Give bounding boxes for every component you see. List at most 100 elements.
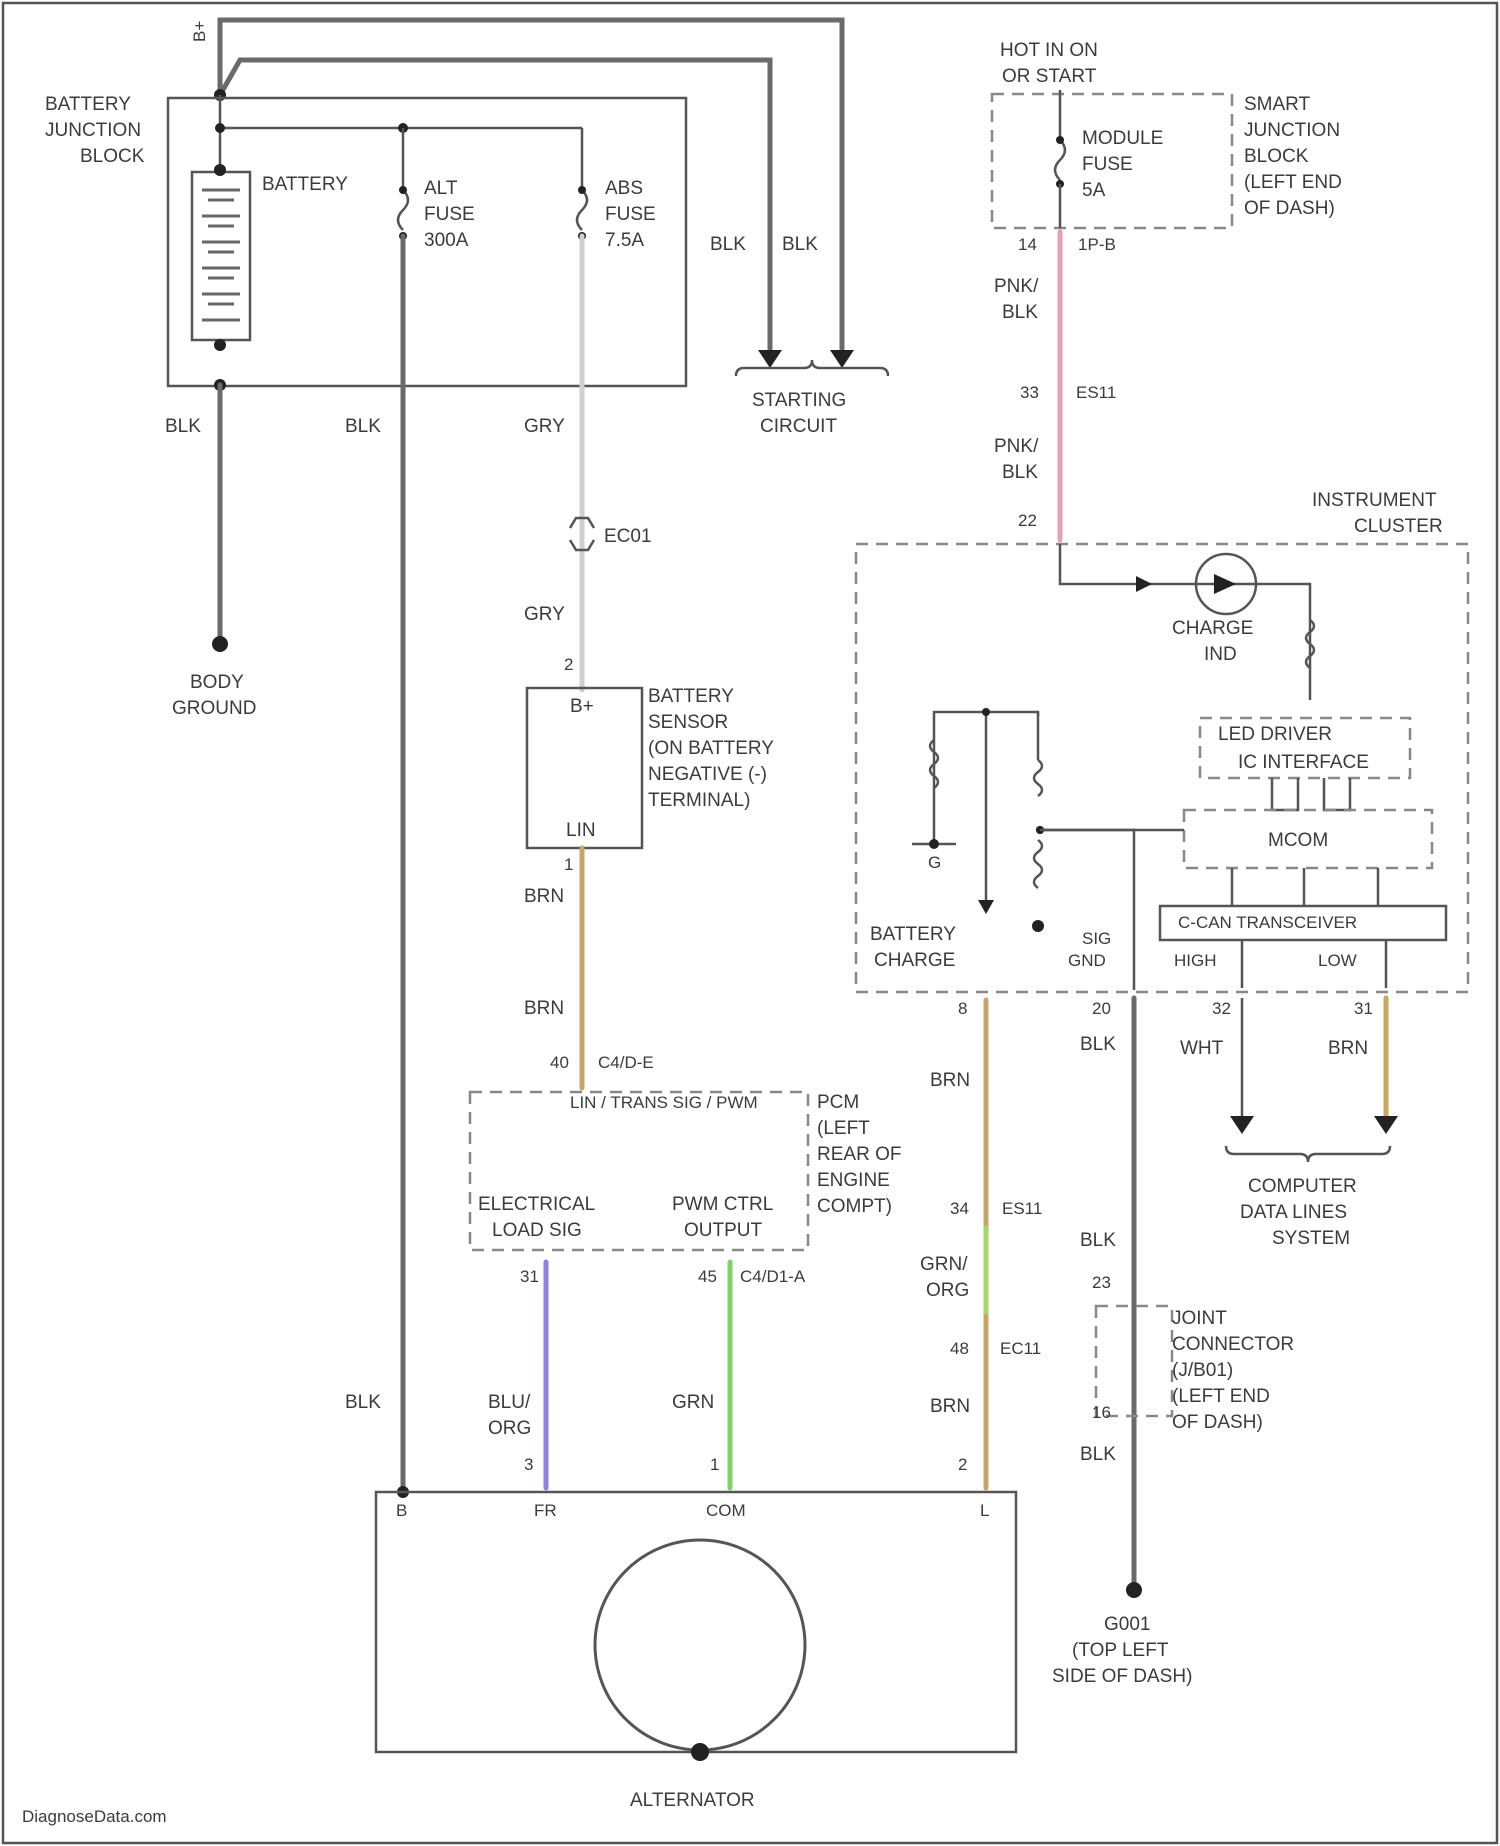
alt-pin-b: B <box>396 1501 407 1520</box>
module-fuse-symbol <box>1055 140 1065 180</box>
pcm-line5: COMPT) <box>817 1196 892 1217</box>
alt-fuse-label-2: FUSE <box>424 204 475 225</box>
wire-pnk-blk-1a: PNK/ <box>994 276 1039 297</box>
sensor-pin-2: 2 <box>564 655 573 674</box>
module-fuse-2: FUSE <box>1082 154 1133 175</box>
high-label: HIGH <box>1174 951 1217 970</box>
alt-fuse-label-3: 300A <box>424 230 469 251</box>
batt-charge-1: BATTERY <box>870 924 956 945</box>
b-plus-label: B+ <box>190 21 209 42</box>
abs-fuse-symbol <box>577 190 587 230</box>
alt-pin-3: 3 <box>524 1455 533 1474</box>
j-pin-16: 16 <box>1092 1403 1111 1422</box>
battery-positive-dot <box>214 164 226 176</box>
body-ground-dot <box>212 636 228 652</box>
alt-pin-com: COM <box>706 1501 746 1520</box>
es11-lower-pin: 34 <box>950 1199 969 1218</box>
watermark: DiagnoseData.com <box>22 1807 167 1826</box>
wire-brn-charge-1: BRN <box>930 1070 970 1091</box>
body-ground-line2: GROUND <box>172 698 256 719</box>
fuse-terminal <box>399 186 407 194</box>
sig-gnd-2: GND <box>1068 951 1106 970</box>
ic-line1: INSTRUMENT <box>1312 490 1437 511</box>
alt-pin-1: 1 <box>710 1455 719 1474</box>
wire-blk-alt-bottom: BLK <box>345 1392 381 1413</box>
wire-brn-charge-2: BRN <box>930 1396 970 1417</box>
ic-pin-31: 31 <box>1354 999 1373 1018</box>
starting-wire-2: BLK <box>782 234 818 255</box>
starting-wire-1: BLK <box>710 234 746 255</box>
ic-pin-20: 20 <box>1092 999 1111 1018</box>
can-high-arrow <box>1230 1116 1254 1134</box>
sjb-desc-1: SMART <box>1244 94 1311 115</box>
pcm-line3: REAR OF <box>817 1144 901 1165</box>
alternator-label: ALTERNATOR <box>630 1790 755 1811</box>
wire-blk-ground-2: BLK <box>1080 1230 1116 1251</box>
charge-ind-arrow <box>1136 576 1152 592</box>
sjb-desc-2: JUNCTION <box>1244 120 1340 141</box>
computer-data-2: DATA LINES <box>1240 1202 1347 1223</box>
starting-label-2: CIRCUIT <box>760 416 837 437</box>
wire-grn-pwm: GRN <box>672 1392 714 1413</box>
wire-blk-ground-3: BLK <box>1080 1444 1116 1465</box>
wire-wht-can: WHT <box>1180 1038 1224 1059</box>
low-label: LOW <box>1318 951 1357 970</box>
hot-in-on-2: OR START <box>1002 66 1097 87</box>
es11-upper-pin: 33 <box>1020 383 1039 402</box>
can-low-arrow <box>1374 1116 1398 1134</box>
ec11-id: EC11 <box>1000 1339 1041 1358</box>
alt-pin-fr: FR <box>534 1501 557 1520</box>
charge-resistor <box>1034 760 1042 796</box>
batt-charge-2: CHARGE <box>874 950 955 971</box>
alternator-ground-dot <box>691 1743 709 1761</box>
sensor-desc-4: NEGATIVE (-) <box>648 764 767 785</box>
mcom-label: MCOM <box>1268 830 1328 851</box>
starting-arrow-1 <box>758 350 782 368</box>
splice-dot <box>215 123 225 133</box>
sensor-lin: LIN <box>566 820 596 841</box>
alternator-box <box>376 1492 1016 1752</box>
wire-blk-ground-1: BLK <box>1080 1034 1116 1055</box>
wire-blu-org-1: BLU/ <box>488 1392 531 1413</box>
starting-arrow-2 <box>830 350 854 368</box>
charge-resistor-2 <box>1034 840 1042 888</box>
wire-brn-1: BRN <box>524 886 564 907</box>
ic-pin-8: 8 <box>958 999 967 1018</box>
pcm: LIN / TRANS SIG / PWM PCM (LEFT REAR OF … <box>470 1092 901 1250</box>
sensor-bplus: B+ <box>570 696 594 717</box>
joint-4: (LEFT END <box>1172 1386 1270 1407</box>
abs-fuse-label-1: ABS <box>605 178 643 199</box>
bjb-line2: JUNCTION <box>45 120 141 141</box>
wire-brn-2: BRN <box>524 998 564 1019</box>
j-pin-23: 23 <box>1092 1273 1111 1292</box>
charge-ind-1: CHARGE <box>1172 618 1253 639</box>
fuse-terminal <box>1056 136 1064 144</box>
sjb-desc-5: OF DASH) <box>1244 198 1335 219</box>
wire-pnk-blk-1b: BLK <box>1002 302 1038 323</box>
joint-2: CONNECTOR <box>1172 1334 1294 1355</box>
transceiver-label: C-CAN TRANSCEIVER <box>1178 913 1357 932</box>
led-triangle <box>1214 574 1236 594</box>
transistor-dot <box>1032 920 1044 932</box>
body-ground-line1: BODY <box>190 672 244 693</box>
g001-1: G001 <box>1104 1614 1150 1635</box>
battery-cells <box>202 190 240 320</box>
c1a-id: C4/D1-A <box>740 1267 806 1286</box>
ground-dot <box>929 839 939 849</box>
battery-label: BATTERY <box>262 174 348 195</box>
pcm-line1: PCM <box>817 1092 859 1113</box>
can-brace <box>1226 1146 1390 1162</box>
module-fuse-3: 5A <box>1082 180 1106 201</box>
battery-negative-dot <box>214 339 226 351</box>
sjb-desc-3: BLOCK <box>1244 146 1309 167</box>
wire-gry-lower: GRY <box>524 604 565 625</box>
module-fuse-1: MODULE <box>1082 128 1163 149</box>
wire-grn-org-2: ORG <box>926 1280 969 1301</box>
bjb-line3: BLOCK <box>80 146 145 167</box>
g001-ground-dot <box>1126 1582 1142 1598</box>
instrument-cluster: CHARGE IND LED DRIVER IC INTERFACE MCOM … <box>856 544 1468 992</box>
c4-id: C4/D-E <box>598 1053 654 1072</box>
jp-id: 1P-B <box>1078 235 1116 254</box>
joint-1: JOINT <box>1172 1308 1227 1329</box>
